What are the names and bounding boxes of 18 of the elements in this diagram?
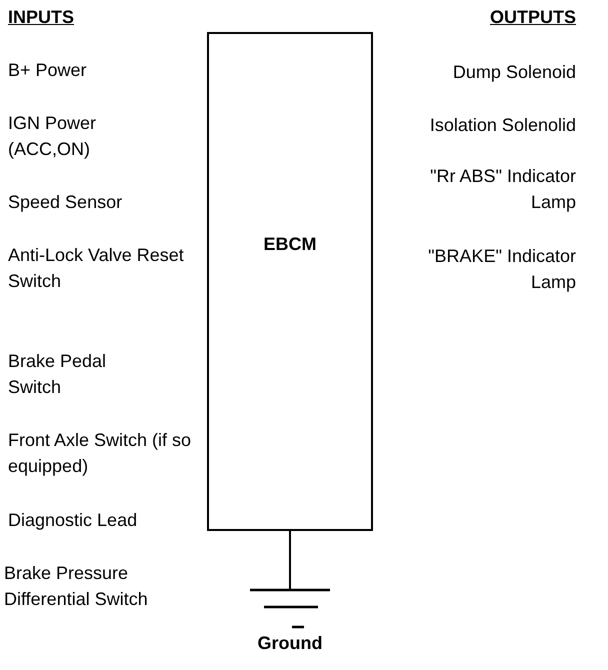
signal-label: Brake Pedal Switch (8, 350, 108, 399)
signal-label: B+ Power (8, 59, 88, 82)
module-box (207, 32, 373, 531)
module-name: EBCM (264, 234, 316, 256)
ground-label: Ground (258, 632, 322, 654)
column-heading: OUTPUTS (488, 6, 576, 29)
signal-label: Brake Pressure Differential Switch (4, 562, 149, 611)
signal-label: Front Axle Switch (if so equipped) (8, 429, 192, 478)
signal-label: Isolation Solenolid (428, 114, 576, 137)
signal-label: Dump Solenoid (452, 61, 576, 84)
column-heading: INPUTS (8, 6, 76, 29)
ground-wire (289, 531, 291, 590)
signal-label: "Rr ABS" Indicator Lamp (429, 165, 576, 214)
signal-label: IGN Power (ACC,ON) (8, 112, 98, 161)
signal-label: "BRAKE" Indicator Lamp (427, 245, 576, 294)
signal-label: Speed Sensor (8, 191, 124, 214)
signal-label: Anti-Lock Valve Reset Switch (8, 244, 185, 293)
signal-label: Diagnostic Lead (8, 509, 138, 532)
